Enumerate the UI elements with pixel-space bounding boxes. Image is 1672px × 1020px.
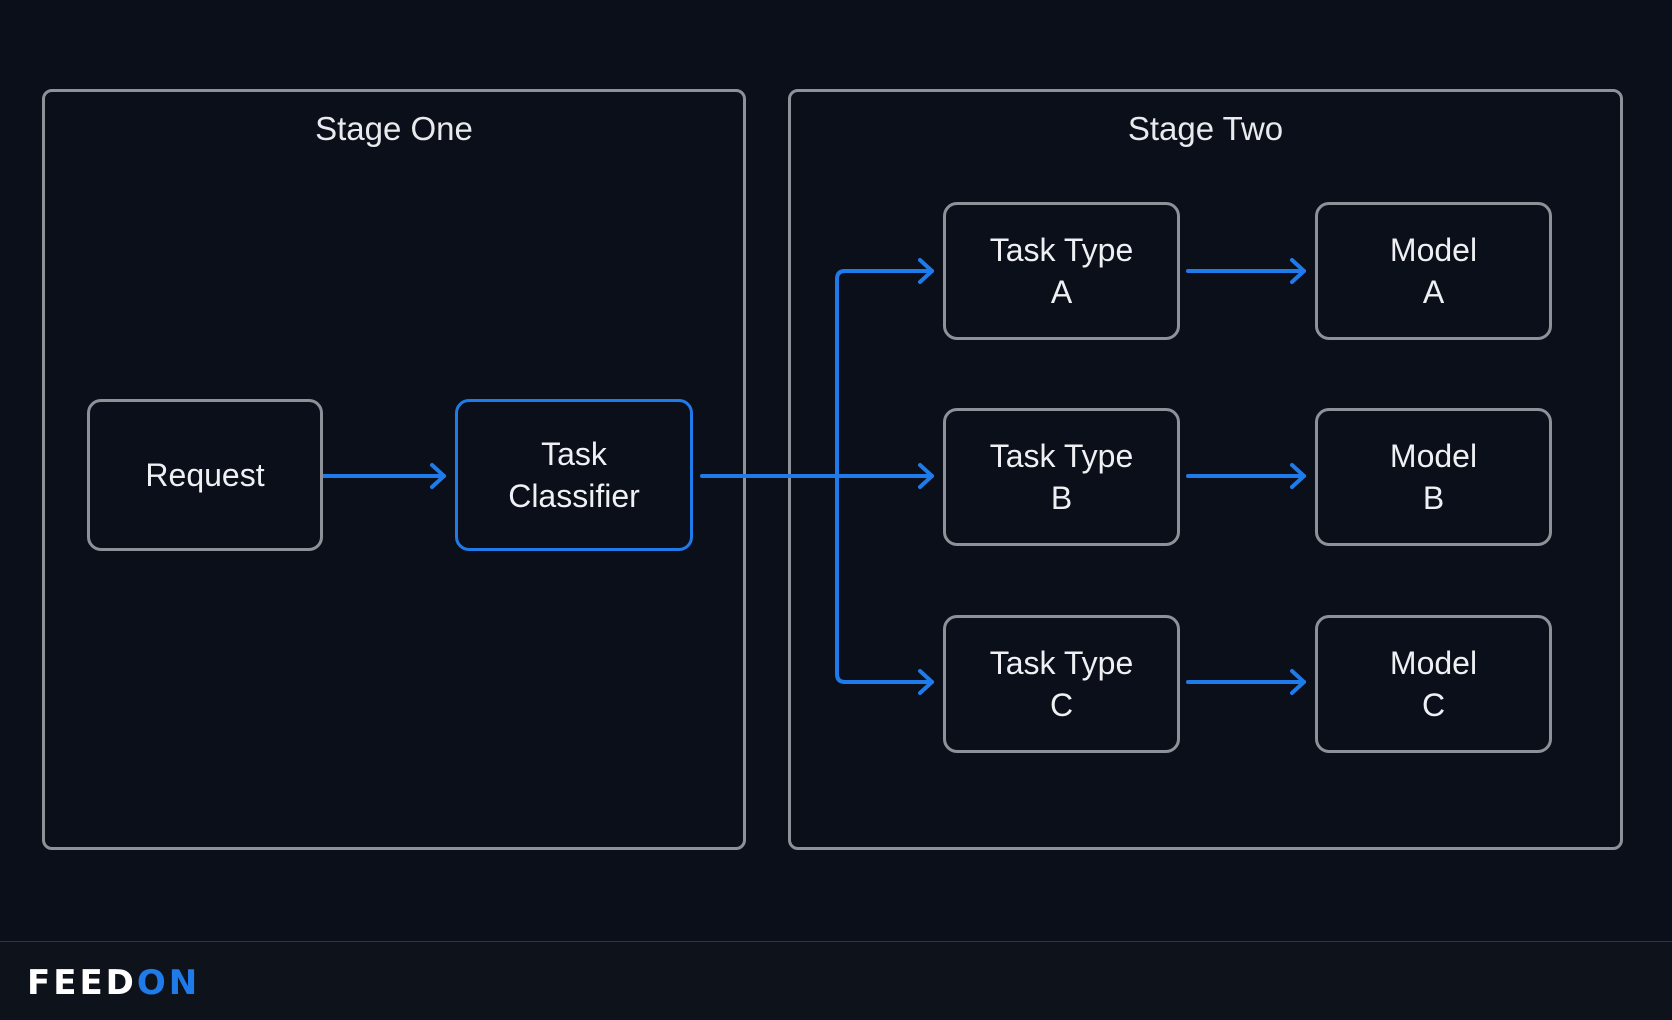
stage-one-title: Stage One [315, 110, 473, 147]
arrowhead-task-a [918, 258, 934, 284]
arrowhead-model-c [1290, 669, 1306, 695]
stage-two-title: Stage Two [1127, 110, 1284, 147]
task-type-b-label-line1: Task Type [989, 438, 1134, 474]
task-type-b-node: Task Type B [943, 408, 1180, 546]
request-label: Request [145, 457, 265, 493]
branch-bus-line [835, 277, 847, 684]
model-c-label-line2: C [1421, 687, 1446, 723]
task-type-b-label-line2: B [1050, 480, 1073, 516]
arrowhead-request-to-classifier [430, 463, 446, 489]
task-classifier-label-line2: Classifier [508, 478, 640, 514]
footer-bar: FEEDON [0, 941, 1672, 1020]
model-b-label-line2: B [1422, 480, 1445, 516]
stage-one-container: Stage One [42, 89, 746, 850]
model-b-label-line1: Model [1389, 438, 1478, 474]
request-node: Request [87, 399, 323, 551]
arrowhead-task-b [918, 463, 934, 489]
task-classifier-label-line1: Task [541, 436, 607, 472]
task-type-a-label-line1: Task Type [989, 232, 1134, 268]
model-a-node: Model A [1315, 202, 1552, 340]
model-b-node: Model B [1315, 408, 1552, 546]
task-type-c-node: Task Type C [943, 615, 1180, 753]
arrowhead-task-c [918, 669, 934, 695]
arrowhead-model-a [1290, 258, 1306, 284]
model-c-node: Model C [1315, 615, 1552, 753]
logo-text-feed: FEED [27, 963, 137, 1003]
model-a-label-line1: Model [1389, 232, 1478, 268]
task-type-c-label-line2: C [1049, 687, 1074, 723]
model-c-label-line1: Model [1389, 645, 1478, 681]
stage-two-container: Stage Two [788, 89, 1623, 850]
task-type-a-label-line2: A [1050, 274, 1073, 310]
model-a-label-line2: A [1422, 274, 1445, 310]
task-type-c-label-line1: Task Type [989, 645, 1134, 681]
feedon-logo: FEEDON [27, 963, 200, 1003]
logo-text-on: ON [136, 963, 201, 1003]
task-type-a-node: Task Type A [943, 202, 1180, 340]
task-classifier-node: Task Classifier [455, 399, 693, 551]
arrowhead-model-b [1290, 463, 1306, 489]
